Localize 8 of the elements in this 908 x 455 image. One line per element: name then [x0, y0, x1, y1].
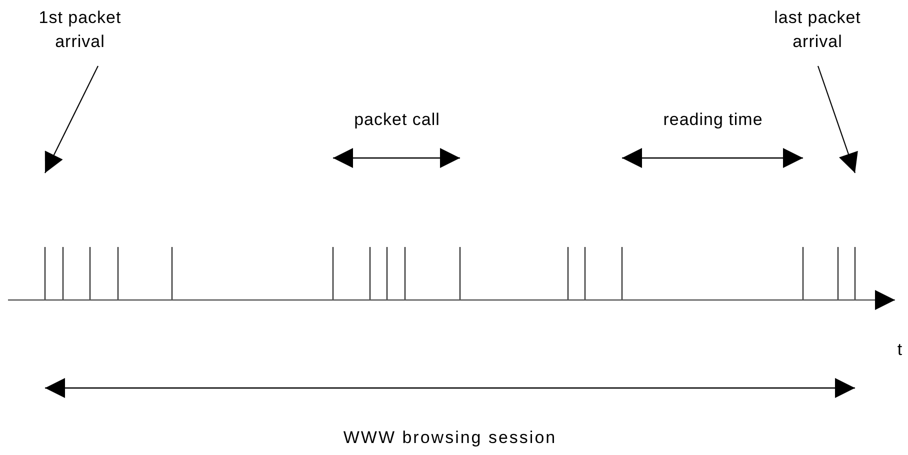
axis-label: t [896, 339, 904, 361]
callout-text: last packet arrival [755, 6, 880, 54]
dimension-label: packet call [353, 109, 441, 131]
dimension-label: reading time [662, 109, 764, 131]
leader-line [817, 66, 858, 174]
leader-line [44, 66, 98, 174]
dimension-label: WWW browsing session [342, 427, 558, 449]
callout-text: 1st packet arrival [20, 6, 140, 54]
